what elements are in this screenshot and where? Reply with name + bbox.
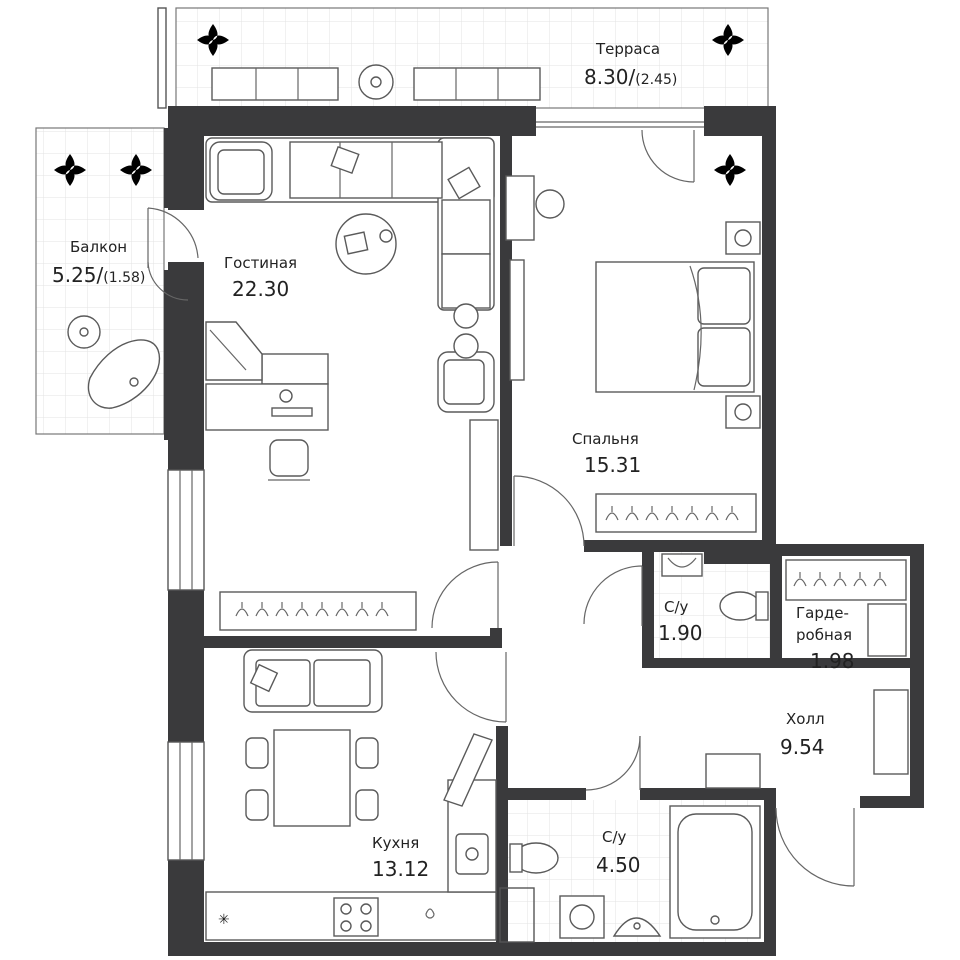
area-separator: /	[97, 263, 104, 287]
small-bath-door	[583, 565, 643, 626]
terrace-door	[536, 121, 704, 183]
bathtub	[669, 805, 761, 939]
room-area-bath-large: 4.50	[596, 853, 641, 877]
room-name-terrace: Терраса	[595, 40, 660, 58]
walls	[164, 106, 924, 956]
room-name-bath-small: С/у	[664, 598, 689, 616]
room-area-terrace: 8.30	[584, 65, 629, 89]
side-table	[453, 303, 479, 359]
armchair	[437, 351, 495, 413]
living-door	[431, 561, 499, 629]
room-name-bath-large: С/у	[602, 828, 627, 846]
dining-table	[245, 729, 379, 827]
balcony-table	[67, 315, 101, 349]
desk-chair	[268, 439, 310, 481]
bedroom-wardrobe	[595, 493, 757, 533]
living-label: Гостиная 22.30	[224, 254, 297, 301]
large-bath-door	[585, 735, 641, 791]
balcony	[35, 127, 165, 435]
room-area-bath-small: 1.90	[658, 621, 703, 645]
kitchen-sofa	[243, 649, 383, 713]
small-bath-toilet	[719, 591, 769, 621]
armchair	[209, 141, 273, 201]
snowflake-icon: ✳	[218, 912, 230, 928]
room-name-hall: Холл	[786, 710, 825, 728]
room-area-kitchen: 13.12	[372, 857, 429, 881]
living-wardrobe	[219, 591, 417, 631]
small-bath-sink	[661, 553, 703, 577]
room-name-wardrobe-line2: робная	[796, 626, 852, 644]
terrace-label: Терраса 8.30/(2.45)	[584, 40, 677, 89]
room-area-hall: 9.54	[780, 735, 825, 759]
desk	[205, 321, 329, 431]
terrace-lounger-left	[211, 67, 339, 101]
bedroom-label: Спальня 15.31	[572, 430, 641, 477]
terrace-table	[358, 64, 394, 100]
room-area-bedroom: 15.31	[584, 453, 641, 477]
room-name-bedroom: Спальня	[572, 430, 639, 448]
room-area-balcony-secondary: (1.58)	[103, 270, 145, 286]
coffee-table	[335, 213, 397, 275]
washing-machine	[559, 895, 605, 939]
bed	[595, 261, 755, 393]
room-area-terrace-secondary: (2.45)	[635, 72, 677, 88]
room-area-balcony: 5.25	[52, 263, 97, 287]
plant-icon	[714, 154, 746, 186]
room-area-wardrobe: 1.98	[810, 649, 855, 673]
kitchen-counter: ✳	[205, 779, 497, 941]
tv-stand	[469, 175, 535, 551]
room-name-wardrobe-line1: Гарде-	[796, 604, 849, 622]
kitchen-label: Кухня 13.12	[372, 834, 429, 881]
svg-text:8.30/(2.45): 8.30/(2.45)	[584, 65, 677, 89]
room-name-living: Гостиная	[224, 254, 297, 272]
kitchen-fridge	[443, 733, 493, 807]
bath-large-label: С/у 4.50	[596, 828, 641, 877]
bedroom-door	[513, 475, 585, 547]
sofa-corner	[205, 137, 495, 311]
balcony-door	[147, 207, 199, 301]
bedroom-desk	[509, 259, 525, 381]
terrace-lounger-right	[413, 67, 541, 101]
terrace	[157, 7, 769, 109]
hall-cabinet	[705, 689, 909, 789]
area-separator: /	[629, 65, 636, 89]
balcony-chair	[87, 339, 161, 409]
room-name-kitchen: Кухня	[372, 834, 419, 852]
wardrobe-label: Гарде- робная 1.98	[796, 604, 855, 673]
bedroom-chair	[535, 189, 565, 219]
hall-label: Холл 9.54	[780, 710, 825, 759]
bath-small-label: С/у 1.90	[658, 598, 703, 645]
utility-shaft	[499, 887, 535, 943]
kitchen-door	[435, 651, 507, 723]
large-bath-toilet	[509, 842, 559, 874]
room-area-living: 22.30	[232, 277, 289, 301]
room-name-balcony: Балкон	[70, 238, 127, 256]
entrance-door	[775, 807, 855, 887]
large-bath-sink	[612, 917, 662, 937]
nightstand	[725, 221, 761, 429]
walkin-closet-rail	[785, 559, 907, 657]
svg-text:5.25/(1.58): 5.25/(1.58)	[52, 263, 145, 287]
balcony-label: Балкон 5.25/(1.58)	[52, 238, 145, 287]
